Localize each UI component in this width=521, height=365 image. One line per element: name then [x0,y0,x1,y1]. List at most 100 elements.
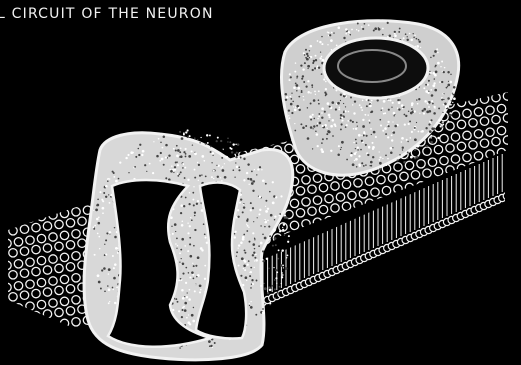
lipid-head-bead [308,229,316,237]
speckle-dot [243,206,245,208]
speckle-dot [432,103,434,105]
speckle-dot [229,147,231,149]
speckle-dot [114,302,116,304]
lipid-head-bead [32,267,40,275]
speckle-dot [179,131,181,133]
speckle-dot [430,119,432,121]
speckle-dot [272,245,274,247]
speckle-dot [349,34,351,36]
speckle-dot [356,166,358,168]
lipid-head-bead [463,87,471,95]
lipid-head-bead [20,93,28,101]
speckle-dot [357,147,359,149]
speckle-dot [181,238,184,241]
lipid-head-bead [101,126,109,134]
speckle-dot [363,165,365,167]
lipid-head-bead [290,243,298,251]
speckle-dot [372,146,375,149]
lipid-head-bead [20,225,28,233]
lipid-head-bead [440,244,448,252]
lipid-head-bead [405,271,413,279]
lipid-head-bead [267,136,275,144]
lipid-head-bead [66,175,74,183]
lipid-head-bead [26,258,34,266]
lipid-head-bead [503,4,511,12]
speckle-dot [318,90,320,92]
speckle-dot [191,150,193,152]
lipid-head-bead [434,211,442,219]
lipid-head-bead [43,112,51,120]
lipid-head-bead [451,265,459,273]
speckle-dot [407,36,408,37]
lipid-head-bead [446,144,454,152]
lipid-head-bead [210,56,218,64]
speckle-dot [363,134,365,136]
lipid-head-bead [503,48,511,56]
lipid-head-bead [451,155,459,163]
speckle-dot [258,213,260,215]
speckle-dot [367,154,369,156]
ring-channel-protein [281,21,458,175]
speckle-dot [106,232,108,234]
speckle-dot [324,111,326,113]
lipid-head-bead [66,65,74,73]
lipid-head-bead [377,197,385,205]
lipid-head-bead [239,107,247,115]
lipid-head-bead [26,302,34,310]
speckle-dot [98,222,101,225]
speckle-dot [355,148,356,149]
lipid-head-bead [480,139,488,147]
speckle-dot [251,283,252,284]
speckle-dot [142,150,145,153]
speckle-dot [192,274,194,276]
lipid-head-bead [423,235,431,243]
speckle-dot [289,117,291,119]
speckle-dot [103,192,105,194]
speckle-dot [192,320,195,323]
lipid-head-bead [480,29,488,37]
lipid-head-bead [233,53,241,61]
speckle-dot [267,220,269,222]
lipid-head-bead [492,137,500,145]
speckle-dot [175,149,177,151]
speckle-dot [109,231,112,234]
speckle-dot [108,288,111,291]
lipid-head-bead [492,115,500,123]
speckle-dot [355,139,357,141]
lipid-head-bead [193,91,201,99]
speckle-dot [205,176,207,178]
lipid-head-bead [233,75,241,83]
speckle-dot [108,273,109,274]
speckle-dot [180,204,183,207]
lipid-head-bead [60,165,68,173]
speckle-dot [319,57,321,59]
lipid-head-bead [256,116,264,124]
lipid-head-bead [411,171,419,179]
speckle-dot [424,100,427,103]
lipid-head-bead [497,236,505,244]
lipid-head-bead [0,228,6,236]
speckle-dot [425,127,427,129]
speckle-dot [366,105,368,107]
speckle-dot [362,142,364,144]
speckle-dot [315,130,317,132]
speckle-dot [288,239,290,241]
lipid-head-bead [457,186,465,194]
speckle-dot [338,108,340,110]
lipid-head-bead [37,102,45,110]
speckle-dot [199,284,202,287]
lipid-head-bead [262,81,270,89]
speckle-dot [434,107,436,109]
lipid-head-bead [262,59,270,67]
speckle-dot [348,111,350,113]
speckle-dot [369,105,372,108]
lipid-head-bead [509,147,517,155]
lipid-head-bead [474,174,482,182]
speckle-dot [286,96,289,99]
speckle-dot [368,120,370,122]
lipid-head-bead [273,278,281,286]
lipid-head-bead [474,108,482,116]
lipid-head-bead [26,192,34,200]
lipid-head-bead [279,135,287,143]
